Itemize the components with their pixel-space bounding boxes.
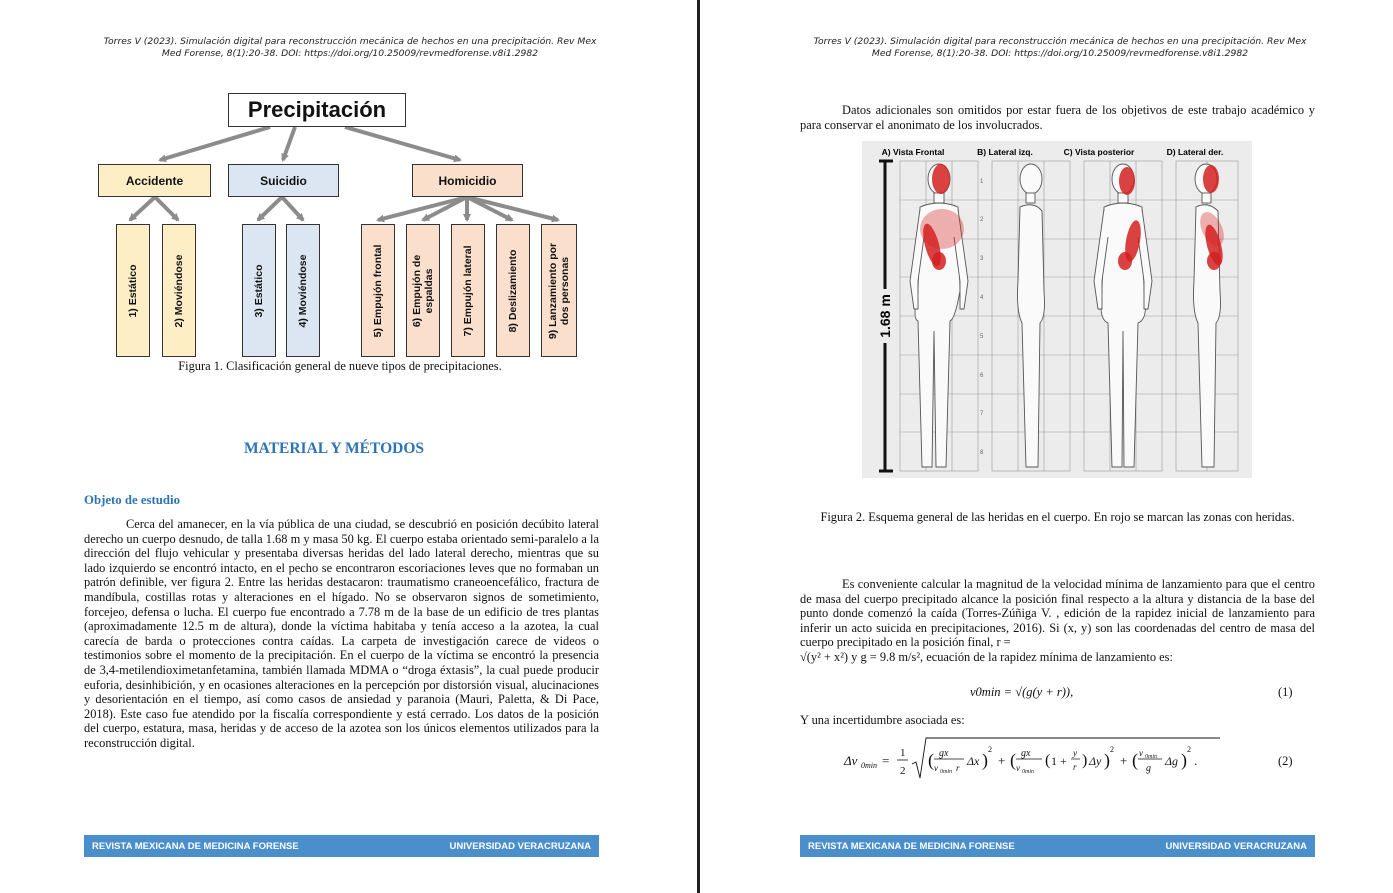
diagram-category-homicidio: Homicidio [412, 164, 523, 197]
svg-text:): ) [1082, 752, 1087, 769]
svg-text:): ) [982, 750, 988, 771]
grid-number: 5 [980, 334, 984, 340]
svg-text:.: . [1194, 753, 1197, 768]
svg-text:+: + [1120, 753, 1127, 768]
figure-left-side [1017, 163, 1045, 468]
diagram-category-suicidio: Suicidio [228, 164, 339, 197]
svg-text:r: r [1073, 762, 1077, 772]
svg-text:1: 1 [900, 747, 906, 759]
svg-text:Δg: Δg [1164, 754, 1178, 768]
page-footer: REVISTA MEXICANA DE MEDICINA FORENSE UNI… [84, 835, 599, 857]
svg-text:0min: 0min [1022, 769, 1034, 775]
page-1: Torres V (2023). Simulación digital para… [84, 36, 599, 857]
svg-text:): ) [1181, 750, 1187, 771]
view-label: B) Lateral izq. [977, 147, 1033, 157]
view-label: A) Vista Frontal [882, 147, 945, 157]
diagram-leaf: 5) Empujón frontal [361, 224, 395, 357]
diagram-leaf: 9) Lanzamiento por dos personas [541, 224, 577, 357]
view-label: C) Vista posterior [1064, 147, 1135, 157]
svg-text:1 +: 1 + [1051, 754, 1067, 768]
page-divider [697, 0, 700, 893]
figure-2-caption: Figura 2. Esquema general de las heridas… [820, 510, 1295, 524]
page-2: Torres V (2023). Simulación digital para… [700, 0, 1393, 893]
figure-2: A) Vista Frontal B) Lateral izq. C) Vist… [862, 141, 1252, 478]
svg-text:y: y [1072, 748, 1077, 758]
body-text: Cerca del amanecer, en la vía pública de… [84, 517, 599, 750]
intro-text: Datos adicionales son omitidos por estar… [800, 103, 1315, 132]
view-label: D) Lateral der. [1167, 147, 1224, 157]
svg-text:(: ( [1132, 750, 1138, 771]
grid-number: 4 [980, 295, 984, 301]
height-label: 1.68 m [877, 294, 893, 338]
svg-text:v: v [934, 763, 938, 773]
citation-header: Torres V (2023). Simulación digital para… [103, 36, 597, 59]
grid-number: 7 [980, 411, 984, 417]
svg-text:Δv: Δv [843, 753, 858, 768]
svg-text:): ) [1104, 750, 1110, 771]
subsection-title: Objeto de estudio [84, 493, 180, 507]
height-label-bg [872, 289, 898, 343]
svg-text:2: 2 [1110, 745, 1114, 754]
svg-text:2: 2 [900, 765, 906, 777]
grid-number: 1 [980, 179, 984, 185]
svg-text:0min: 0min [940, 769, 952, 775]
diagram-root: Precipitación [228, 93, 406, 127]
uncertainty-intro: Y una incertidumbre asociada es: [800, 713, 965, 727]
grid-number: 2 [980, 217, 984, 223]
svg-text:+: + [998, 753, 1005, 768]
figure-1-caption: Figura 1. Clasificación general de nueve… [178, 359, 502, 373]
wound-marks [920, 164, 1224, 270]
svg-text:0min: 0min [861, 761, 877, 770]
svg-text:=: = [882, 753, 889, 768]
diagram-leaf: 6) Empujón de espaldas [406, 224, 440, 357]
diagram-leaf: 3) Estático [242, 224, 276, 357]
section-title: MATERIAL Y MÉTODOS [244, 440, 424, 457]
svg-text:2: 2 [988, 745, 992, 754]
diagram-leaf: 8) Deslizamiento [496, 224, 530, 357]
svg-text:Δy: Δy [1088, 754, 1102, 768]
svg-text:g: g [1146, 763, 1151, 774]
diagram-category-accidente: Accidente [98, 164, 211, 197]
svg-text:r: r [956, 763, 960, 773]
svg-text:gx: gx [1021, 748, 1031, 759]
svg-text:Δx: Δx [966, 754, 980, 768]
grid-number: 6 [980, 373, 984, 379]
grid-number: 3 [980, 256, 984, 262]
equation-1-number: (1) [1278, 685, 1293, 699]
diagram-connectors [128, 125, 560, 223]
equation-2-number: (2) [1278, 754, 1293, 768]
page-footer: REVISTA MEXICANA DE MEDICINA FORENSE UNI… [800, 835, 1315, 857]
svg-text:(: ( [1010, 750, 1016, 771]
svg-text:gx: gx [939, 748, 949, 759]
svg-text:0min: 0min [1145, 754, 1157, 760]
svg-text:(: ( [1045, 752, 1050, 769]
svg-text:v: v [1139, 748, 1143, 758]
svg-text:(: ( [928, 750, 934, 771]
citation-header: Torres V (2023). Simulación digital para… [813, 36, 1307, 59]
body-text: Es conveniente calcular la magnitud de l… [800, 577, 1315, 664]
svg-text:v: v [1016, 763, 1020, 773]
svg-text:2: 2 [1187, 745, 1191, 754]
figure-right-side [1193, 163, 1221, 468]
grid-number: 8 [980, 450, 984, 456]
diagram-leaf: 2) Moviéndose [162, 224, 196, 357]
diagram-leaf: 4) Moviéndose [286, 224, 320, 357]
figure-back [1093, 163, 1153, 468]
body-diagram: A) Vista Frontal B) Lateral izq. C) Vist… [872, 147, 1239, 473]
diagram-leaf: 1) Estático [116, 224, 150, 357]
equation-1: v0min = √(g(y + r)), [970, 685, 1074, 699]
diagram-leaf: 7) Empujón lateral [451, 224, 485, 357]
